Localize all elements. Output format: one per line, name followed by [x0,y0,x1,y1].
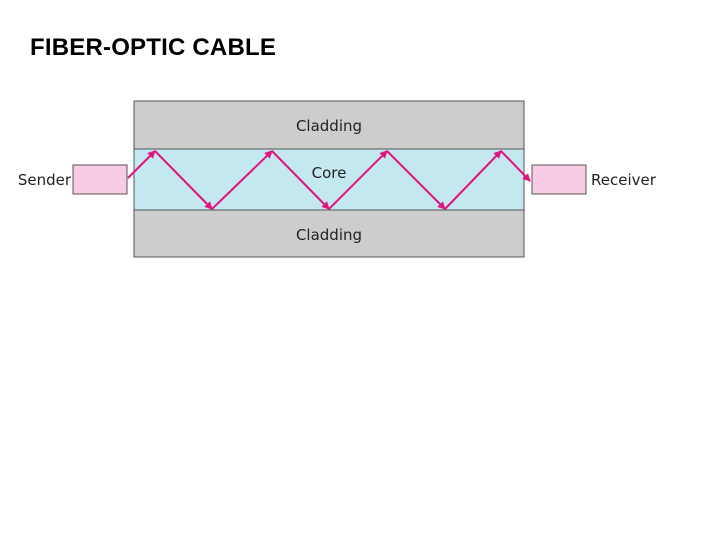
cladding-bottom [133,209,525,258]
cladding-top-label: Cladding [296,117,362,135]
light-ray [127,150,531,210]
core-label: Core [312,164,347,182]
ray-segment-2 [154,150,213,210]
receiver-label: Receiver [591,171,657,189]
ray-segment-1 [127,150,156,179]
ray-segment-6 [386,150,446,210]
cladding-bottom-label: Cladding [296,226,362,244]
core [133,148,525,211]
ray-segment-3 [211,150,273,210]
ray-segment-4 [271,150,330,210]
ray-segment-8 [500,150,531,182]
receiver-box [531,164,587,195]
ray-segment-7 [444,150,502,210]
page-title: FIBER-OPTIC CABLE [30,34,277,61]
sender-label: Sender [18,171,72,189]
cladding-top [133,100,525,150]
ray-segment-5 [328,150,388,210]
sender-box [72,164,128,195]
